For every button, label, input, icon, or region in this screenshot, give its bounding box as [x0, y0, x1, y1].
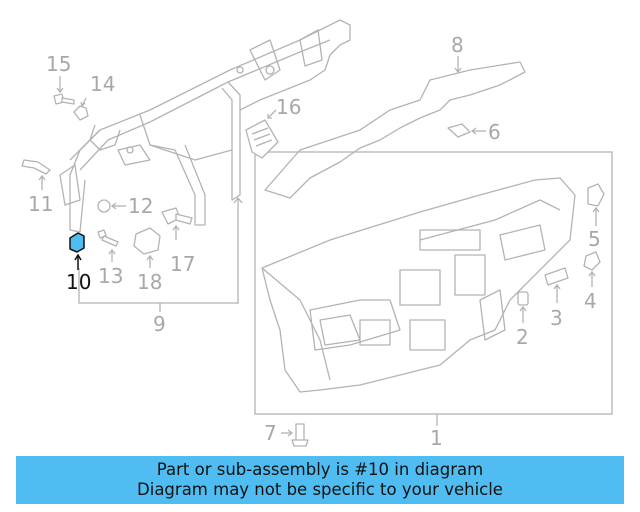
info-banner: Part or sub-assembly is #10 in diagram D…	[16, 456, 624, 504]
label-18: 18	[137, 270, 162, 294]
bolt-part-13	[97, 229, 119, 247]
label-7: 7	[264, 421, 277, 445]
bolt-part-7	[291, 423, 309, 447]
bracket-part-10-highlighted	[69, 232, 85, 253]
module-part-18	[133, 227, 161, 255]
clip-part-3	[544, 267, 569, 286]
label-2: 2	[516, 325, 529, 349]
bolt-part-15	[53, 93, 75, 105]
banner-line-1: Part or sub-assembly is #10 in diagram	[156, 460, 484, 479]
sensor-part-17	[161, 207, 193, 225]
label-13: 13	[98, 264, 123, 288]
label-16: 16	[276, 95, 301, 119]
label-6: 6	[488, 120, 501, 144]
nut-part-12	[97, 199, 111, 213]
label-15: 15	[46, 52, 71, 76]
clip-part-6	[447, 123, 471, 138]
bracket-part-5	[587, 183, 605, 207]
label-11: 11	[28, 192, 53, 216]
clip-part-11	[21, 159, 51, 175]
label-3: 3	[550, 306, 563, 330]
vent-part-16	[245, 119, 279, 159]
label-12: 12	[128, 194, 153, 218]
label-9: 9	[153, 312, 166, 336]
clip-part-2	[517, 291, 529, 306]
group-1-box	[254, 151, 613, 415]
label-8: 8	[451, 33, 464, 57]
instrument-panel-part-1	[261, 177, 576, 393]
bracket-part-4	[583, 251, 601, 271]
label-5: 5	[588, 227, 601, 251]
insulator-part-8	[264, 61, 526, 199]
cross-car-beam	[59, 19, 351, 233]
clip-part-14	[73, 105, 89, 121]
banner-line-2: Diagram may not be specific to your vehi…	[137, 480, 503, 499]
label-10-highlighted: 10	[66, 270, 91, 294]
group-9-bracket	[78, 198, 239, 304]
label-14: 14	[90, 72, 115, 96]
parts-diagram: 1 2 3 4 5 6 7 8 9 10 11 12 13 14 15 16 1…	[21, 19, 613, 450]
label-1: 1	[430, 426, 443, 450]
label-17: 17	[170, 252, 195, 276]
label-4: 4	[584, 289, 597, 313]
